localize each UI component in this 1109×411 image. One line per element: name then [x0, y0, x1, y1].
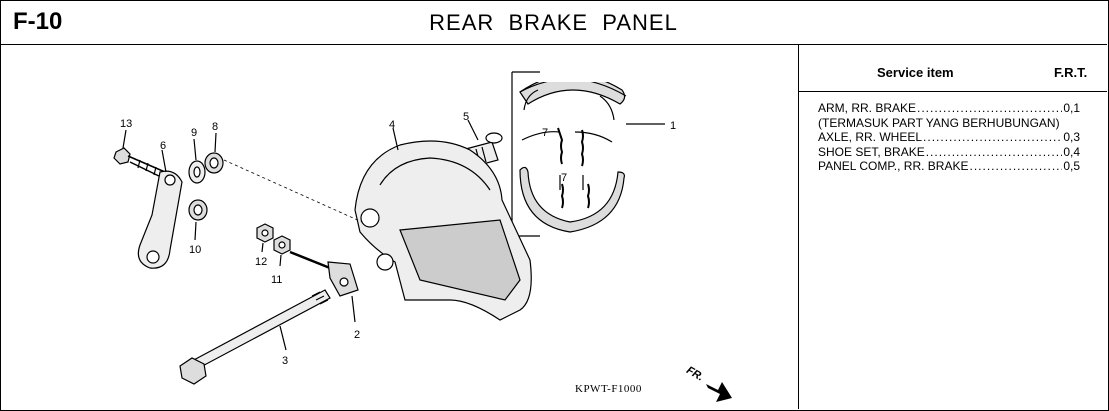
page-title: REAR BRAKE PANEL	[429, 10, 678, 35]
service-row-value: 0,3	[1063, 130, 1080, 144]
callout-labels: 1 2 3 4 5 6 7 7 8 9 10 11 12 13	[120, 111, 676, 367]
section-code: F-10	[13, 8, 63, 35]
callout-12: 12	[255, 256, 267, 268]
drawing-code: KPWT-F1000	[575, 383, 642, 395]
nut-drawing	[256, 223, 291, 267]
callout-13: 13	[120, 118, 132, 130]
callout-3: 3	[282, 355, 288, 367]
callout-5: 5	[463, 111, 469, 123]
washer-seal-drawing	[188, 132, 363, 241]
service-row-value: 0,4	[1063, 144, 1080, 159]
front-direction-arrow-icon	[706, 382, 732, 402]
brake-shoe-set-drawing	[510, 68, 665, 237]
service-item-list: ARM, RR. BRAKE 0,1 (TERMASUK PART YANG B…	[818, 101, 1080, 174]
leader-dots	[970, 159, 1063, 174]
column-divider	[798, 45, 799, 409]
adjuster-plate-drawing	[289, 250, 359, 323]
leader-dots	[926, 145, 1063, 160]
callout-4: 4	[389, 119, 395, 131]
service-row: AXLE, RR. WHEEL 0,3	[818, 130, 1080, 145]
service-row: SHOE SET, BRAKE 0,4	[818, 145, 1080, 160]
brake-panel-drawing	[354, 127, 532, 321]
exploded-parts-diagram: 1 2 3 4 5 6 7 7 8 9 10 11 12 13	[113, 68, 732, 402]
service-row-name: AXLE, RR. WHEEL	[818, 130, 923, 144]
callout-10: 10	[189, 244, 201, 256]
callout-1: 1	[670, 120, 676, 132]
service-row-value: 0,5	[1063, 159, 1080, 173]
service-row-note: (TERMASUK PART YANG BERHUBUNGAN)	[818, 115, 1060, 130]
callout-2: 2	[354, 329, 360, 341]
frt-heading: F.R.T.	[1054, 65, 1088, 80]
callout-7b: 7	[561, 172, 567, 184]
service-row: PANEL COMP., RR. BRAKE 0,5	[818, 159, 1080, 174]
service-item-heading: Service item	[877, 65, 954, 80]
service-row-name: PANEL COMP., RR. BRAKE	[818, 159, 969, 173]
service-row-name: SHOE SET, BRAKE	[818, 144, 925, 159]
callout-8: 8	[212, 121, 218, 133]
leader-dots	[917, 101, 1062, 116]
leader-dots	[923, 130, 1062, 145]
callout-7a: 7	[542, 127, 548, 139]
brake-arm-drawing	[137, 149, 183, 269]
service-row-value: 0,1	[1063, 101, 1080, 115]
callout-11: 11	[271, 274, 282, 286]
header-bar: F-10 REAR BRAKE PANEL	[0, 0, 1107, 45]
service-heading-rule	[799, 91, 1107, 92]
service-row-name: ARM, RR. BRAKE	[818, 101, 917, 115]
callout-9: 9	[191, 127, 197, 139]
brake-arm-bolt-drawing	[113, 129, 166, 179]
service-row: ARM, RR. BRAKE 0,1	[818, 101, 1080, 116]
rear-axle-drawing	[179, 289, 331, 385]
callout-6: 6	[160, 140, 166, 152]
